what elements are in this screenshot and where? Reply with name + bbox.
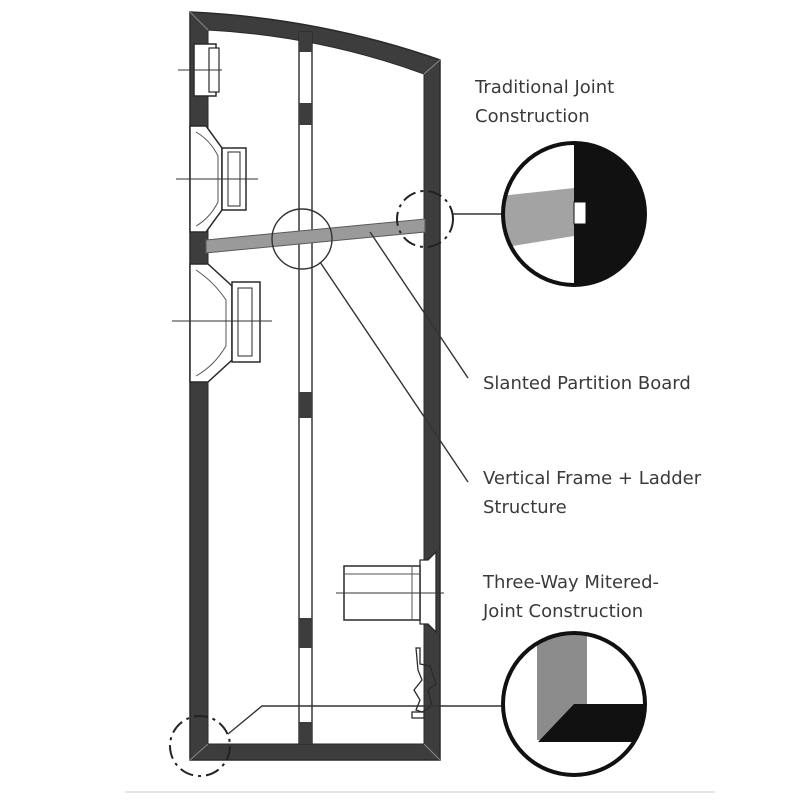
wall-joint-callout-circle xyxy=(396,190,454,248)
miter-line-bottom-left xyxy=(189,743,209,761)
three-way-mitered-label: Three-Way Mitered- Joint Construction xyxy=(483,568,659,626)
tweeter-driver xyxy=(178,43,222,97)
terminal-bracket xyxy=(411,647,437,719)
miter-line-top-right xyxy=(423,59,441,75)
label-line: Joint Construction xyxy=(483,601,644,622)
ladder-rung xyxy=(299,392,312,418)
label-line: Traditional Joint xyxy=(475,77,615,98)
ladder-rung xyxy=(299,32,312,52)
slanted-partition-label: Slanted Partition Board xyxy=(483,369,691,398)
vertical-frame-label: Vertical Frame + Ladder Structure xyxy=(483,464,701,522)
label-line: Structure xyxy=(483,497,567,518)
port-flare xyxy=(419,550,437,634)
detail-tenon xyxy=(573,201,587,225)
woofer-surround xyxy=(195,269,227,377)
miter-line-bottom-right xyxy=(423,743,441,761)
traditional-joint-detail xyxy=(501,141,647,287)
cabinet-inner-cavity xyxy=(207,29,425,745)
bass-port-tube xyxy=(336,550,444,634)
partition-joint-callout-circle xyxy=(271,208,333,270)
mitered-joint-detail xyxy=(501,631,647,777)
label-line: Three-Way Mitered- xyxy=(483,572,660,593)
label-line: Slanted Partition Board xyxy=(483,373,691,394)
leader-line-slanted xyxy=(369,231,469,379)
terminal-bracket-shape xyxy=(413,647,437,713)
label-line: Construction xyxy=(475,106,590,127)
cabinet-walls xyxy=(189,11,441,761)
ladder-rung xyxy=(299,722,312,744)
detail-wall-black xyxy=(574,143,645,285)
detail-miter-white-gap xyxy=(587,633,645,698)
woofer-driver-upper xyxy=(176,125,258,233)
mitered-joint-detail-circle xyxy=(501,631,647,777)
traditional-joint-detail-circle xyxy=(501,141,647,287)
detail-partition-gray xyxy=(503,188,574,248)
slanted-partition-board xyxy=(205,218,426,254)
woofer-driver-lower xyxy=(172,263,272,383)
terminal-plate xyxy=(411,711,425,719)
leader-line-vertical xyxy=(319,261,469,483)
leader-line-mitered xyxy=(227,705,505,735)
ladder-rung xyxy=(299,103,312,125)
ladder-rung xyxy=(299,618,312,648)
woofer-pole xyxy=(237,287,253,357)
miter-line-top-left xyxy=(189,11,209,31)
callouts xyxy=(169,190,505,777)
label-line: Vertical Frame + Ladder xyxy=(483,468,702,489)
traditional-joint-label: Traditional Joint Construction xyxy=(475,73,614,131)
detail-miter-black xyxy=(538,704,645,742)
mitered-joint-callout-circle xyxy=(169,715,231,777)
vertical-ladder-frame xyxy=(298,31,313,745)
